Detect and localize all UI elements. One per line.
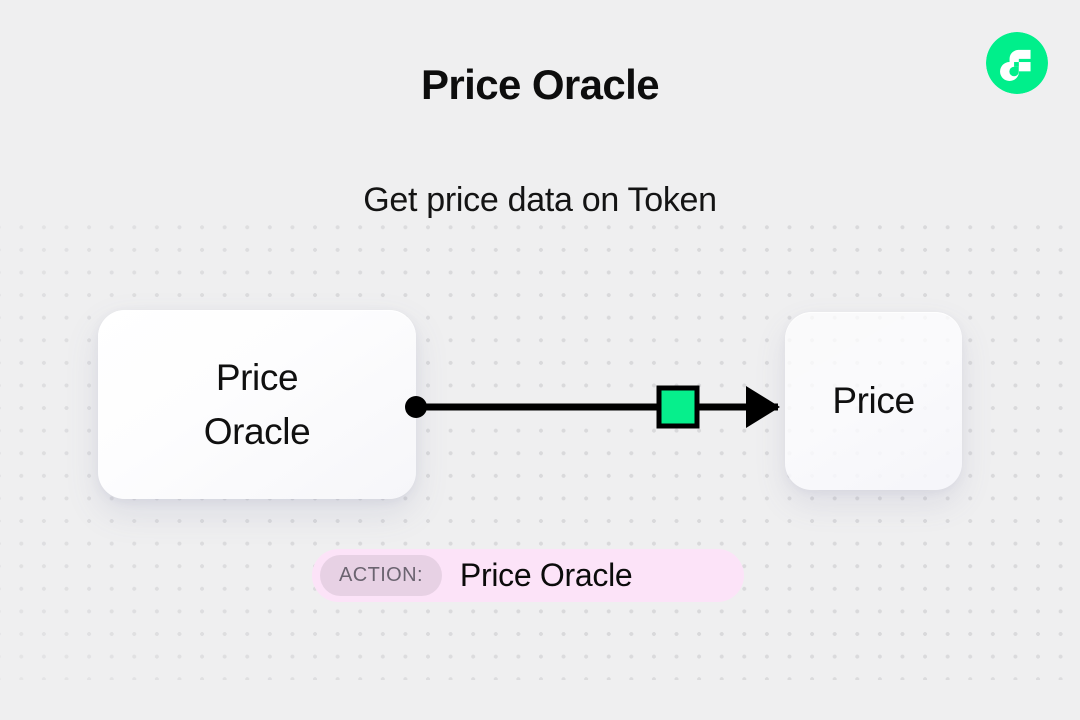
source-node-label: Price Oracle xyxy=(203,356,311,452)
target-node-label: Price xyxy=(832,379,915,421)
page-title: Price Oracle xyxy=(421,61,660,108)
page-subtitle: Get price data on Token xyxy=(363,181,717,219)
action-value: Price Oracle xyxy=(459,557,633,593)
target-node-card[interactable]: Price xyxy=(785,312,962,490)
node-connector[interactable] xyxy=(400,380,800,436)
source-node-card[interactable]: Price Oracle xyxy=(98,310,416,499)
action-tag-label: ACTION: xyxy=(320,555,442,596)
action-pill[interactable]: ACTION: Price Oracle xyxy=(312,549,744,602)
flow-logo-icon xyxy=(986,32,1048,94)
green-square-marker[interactable] xyxy=(656,385,700,429)
arrow-head xyxy=(746,386,780,428)
